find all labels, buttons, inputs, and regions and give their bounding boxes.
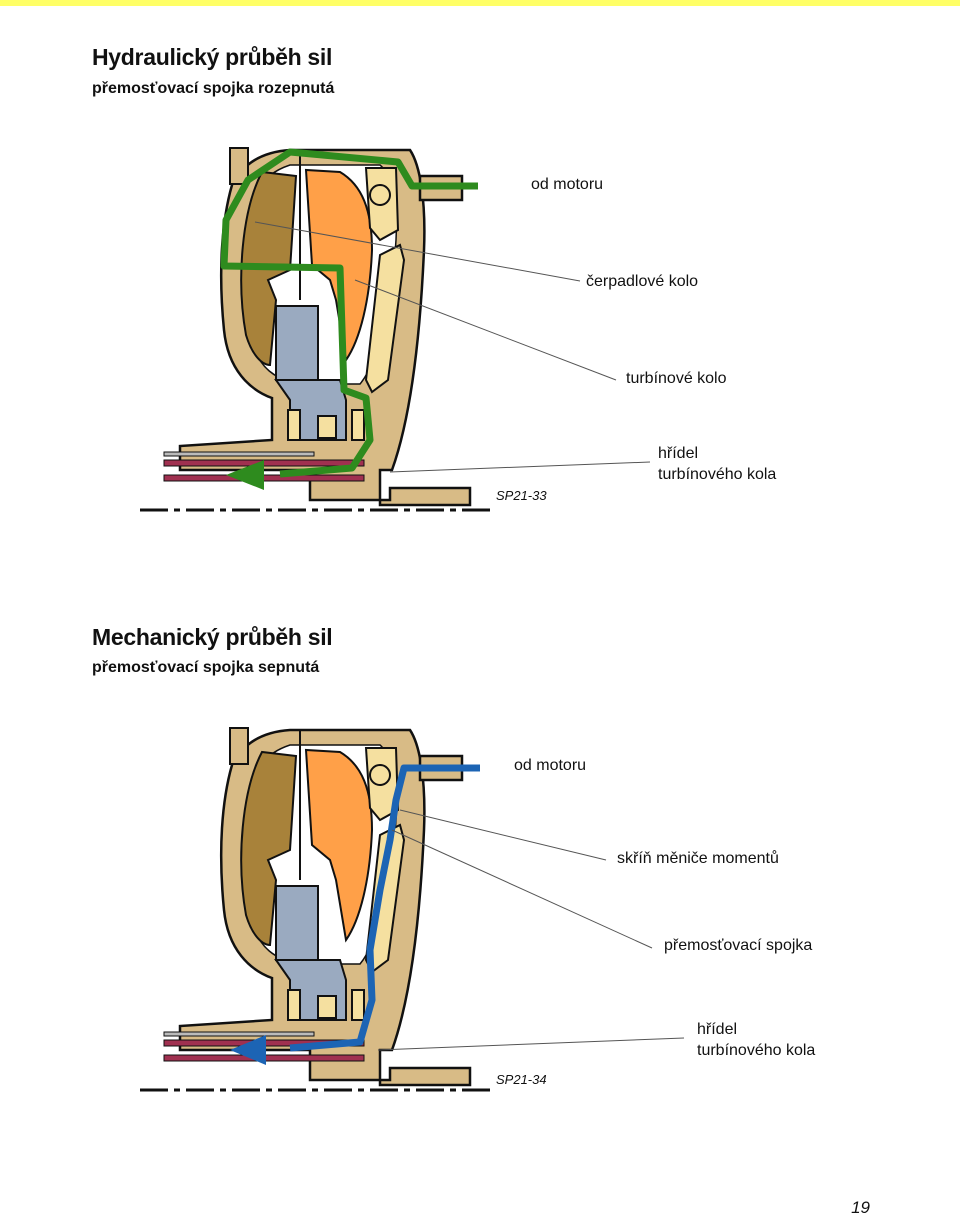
stator xyxy=(275,305,319,381)
mechanical-converter-diagram xyxy=(140,727,685,1092)
label-shaft-line1: hřídel xyxy=(697,1021,738,1038)
hydraulic-converter-diagram xyxy=(140,147,651,512)
section2-title: Mechanický průběh sil xyxy=(92,624,333,650)
pump-wheel xyxy=(240,750,298,947)
label-shaft-line2: turbínového kola xyxy=(697,1042,816,1059)
top-accent-bar xyxy=(0,0,960,6)
stator xyxy=(275,885,319,961)
lockup-clutch xyxy=(364,243,406,394)
label-shaft-line2: turbínového kola xyxy=(658,466,777,483)
page-number: 19 xyxy=(851,1198,870,1217)
label-turbine-wheel: turbínové kolo xyxy=(626,370,727,387)
label-shaft-line1: hřídel xyxy=(658,445,699,462)
leader-lines xyxy=(254,221,651,473)
leader-lines xyxy=(377,809,685,1051)
label-lockup-clutch: přemosťovací spojka xyxy=(664,937,813,954)
hydraulic-flow-path xyxy=(220,148,478,478)
section1-title: Hydraulický průběh sil xyxy=(92,44,333,70)
converter-cross-section xyxy=(140,727,492,1092)
converter-cross-section xyxy=(140,147,492,512)
label-pump-wheel: čerpadlové kolo xyxy=(586,273,699,290)
label-from-engine: od motoru xyxy=(514,757,587,774)
figure-code: SP21-34 xyxy=(496,1072,547,1087)
flow-arrow-head xyxy=(226,460,264,490)
flow-arrow-head xyxy=(230,1035,266,1065)
label-from-engine: od motoru xyxy=(531,176,604,193)
section2-subtitle: přemosťovací spojka sepnutá xyxy=(92,659,320,676)
section1-subtitle: přemosťovací spojka rozepnutá xyxy=(92,80,335,97)
label-converter-housing: skříň měniče momentů xyxy=(617,850,779,867)
mechanical-flow-path xyxy=(289,764,480,1052)
turbine-wheel xyxy=(304,748,374,943)
figure-code: SP21-33 xyxy=(496,488,547,503)
